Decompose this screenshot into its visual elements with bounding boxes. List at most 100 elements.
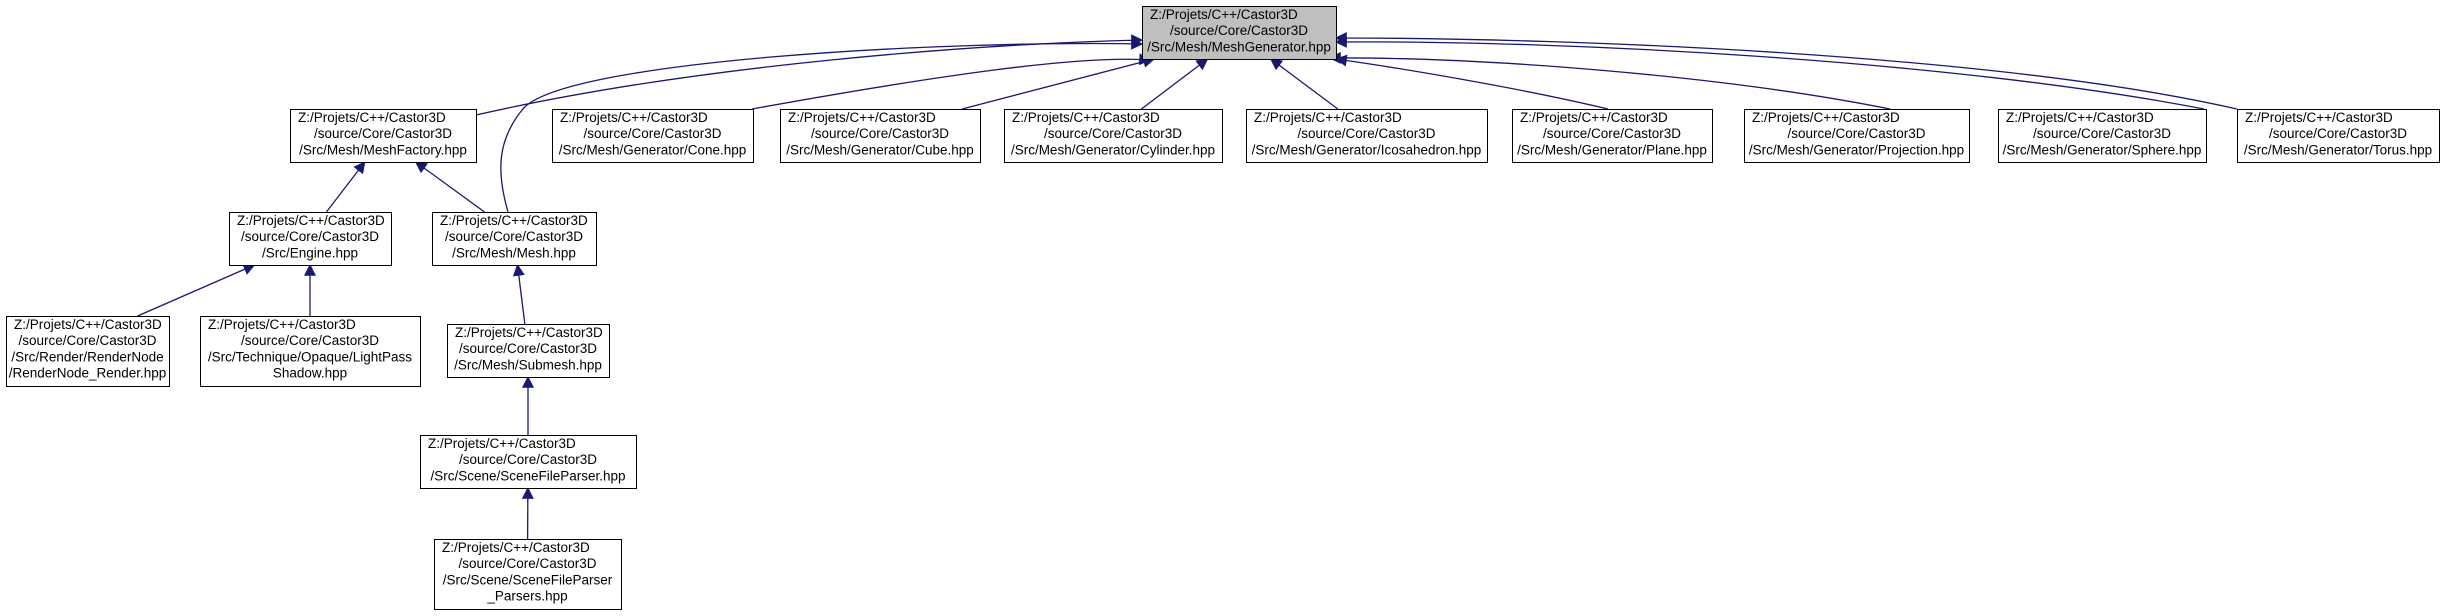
node-label-line: /RenderNode_Render.hpp xyxy=(9,366,167,381)
edge-gen_torus-to-mesh_generator xyxy=(1334,32,2238,110)
node-label-line: /source/Core/Castor3D xyxy=(241,333,379,348)
node-render_node[interactable]: Z:/Projets/C++/Castor3D/source/Core/Cast… xyxy=(6,316,170,387)
node-box xyxy=(200,316,421,387)
node-label-line: /Src/Mesh/Generator/Cylinder.hpp xyxy=(1011,142,1215,157)
node-label-line: Z:/Projets/C++/Castor3D xyxy=(440,213,588,228)
node-label-line: /source/Core/Castor3D xyxy=(459,452,597,467)
node-label-line: /source/Core/Castor3D xyxy=(314,126,452,141)
edge-render_node-to-engine xyxy=(137,263,256,317)
node-label-line: /Src/Mesh/Mesh.hpp xyxy=(452,245,576,260)
node-scene_file_parser[interactable]: Z:/Projets/C++/Castor3D/source/Core/Cast… xyxy=(420,435,637,489)
node-label-line: Z:/Projets/C++/Castor3D xyxy=(788,110,936,125)
node-scene_file_parser_parsers[interactable]: Z:/Projets/C++/Castor3D/source/Core/Cast… xyxy=(434,539,622,610)
node-label-line: Z:/Projets/C++/Castor3D xyxy=(14,317,162,332)
node-gen_plane[interactable]: Z:/Projets/C++/Castor3D/source/Core/Cast… xyxy=(1512,109,1713,163)
node-box xyxy=(1142,6,1337,60)
edge-engine-to-mesh_factory xyxy=(325,161,366,213)
node-label-line: /Src/Mesh/MeshFactory.hpp xyxy=(299,142,467,157)
node-box xyxy=(780,109,981,163)
node-box xyxy=(1512,109,1713,163)
edge-gen_cube-to-mesh_generator xyxy=(962,55,1156,110)
node-label-line: /Src/Mesh/Generator/Cone.hpp xyxy=(559,142,747,157)
node-label-line: /Src/Mesh/Generator/Sphere.hpp xyxy=(2003,142,2202,157)
node-label-line: /source/Core/Castor3D xyxy=(1044,126,1182,141)
node-label-line: /Src/Mesh/Generator/Torus.hpp xyxy=(2244,142,2432,157)
node-box xyxy=(6,316,170,387)
node-label-line: Z:/Projets/C++/Castor3D xyxy=(455,325,603,340)
node-label-line: /source/Core/Castor3D xyxy=(241,229,379,244)
node-label-line: Z:/Projets/C++/Castor3D xyxy=(1254,110,1402,125)
node-label-line: Z:/Projets/C++/Castor3D xyxy=(298,110,446,125)
node-label-line: /source/Core/Castor3D xyxy=(1787,126,1925,141)
edge-gen_sphere-to-mesh_generator xyxy=(1334,35,2205,110)
edge-gen_icosahedron-to-mesh_generator xyxy=(1269,58,1339,110)
node-gen_cylinder[interactable]: Z:/Projets/C++/Castor3D/source/Core/Cast… xyxy=(1004,109,1223,163)
node-label-line: Z:/Projets/C++/Castor3D xyxy=(1012,110,1160,125)
node-label-line: /source/Core/Castor3D xyxy=(445,229,583,244)
edge-gen_plane-to-mesh_generator xyxy=(1334,54,1609,110)
edge-gen_cone-to-mesh_generator xyxy=(751,53,1152,110)
node-label-line: /source/Core/Castor3D xyxy=(1543,126,1681,141)
node-label-line: Z:/Projets/C++/Castor3D xyxy=(208,317,356,332)
node-gen_cone[interactable]: Z:/Projets/C++/Castor3D/source/Core/Cast… xyxy=(552,109,754,163)
node-label-line: /Src/Technique/Opaque/LightPass xyxy=(208,349,412,364)
node-gen_sphere[interactable]: Z:/Projets/C++/Castor3D/source/Core/Cast… xyxy=(1998,109,2207,163)
node-label-line: Z:/Projets/C++/Castor3D xyxy=(1520,110,1668,125)
node-label-line: Z:/Projets/C++/Castor3D xyxy=(1150,7,1298,22)
node-label-line: Z:/Projets/C++/Castor3D xyxy=(560,110,708,125)
node-label-line: Z:/Projets/C++/Castor3D xyxy=(2006,110,2154,125)
node-label-line: /source/Core/Castor3D xyxy=(583,126,721,141)
node-box xyxy=(552,109,754,163)
edge-mesh-to-mesh_factory xyxy=(414,161,485,213)
node-box xyxy=(1744,109,1970,163)
edge-gen_projection-to-mesh_generator xyxy=(1328,51,1891,110)
node-box xyxy=(432,212,597,266)
node-label-line: /source/Core/Castor3D xyxy=(459,341,597,356)
node-gen_torus[interactable]: Z:/Projets/C++/Castor3D/source/Core/Cast… xyxy=(2237,109,2440,163)
node-submesh[interactable]: Z:/Projets/C++/Castor3D/source/Core/Cast… xyxy=(447,324,610,378)
node-label-line: /Src/Engine.hpp xyxy=(262,245,358,260)
node-label-line: /source/Core/Castor3D xyxy=(1170,23,1308,38)
node-label-line: /Src/Scene/SceneFileParser xyxy=(443,572,613,587)
node-label-line: /source/Core/Castor3D xyxy=(2269,126,2407,141)
node-label-line: Z:/Projets/C++/Castor3D xyxy=(2245,110,2393,125)
node-box xyxy=(434,539,622,610)
node-box xyxy=(2237,109,2440,163)
node-label-line: _Parsers.hpp xyxy=(486,589,567,604)
node-label-line: /Src/Mesh/Generator/Cube.hpp xyxy=(786,142,974,157)
node-label-line: /Src/Render/RenderNode xyxy=(11,349,163,364)
edge-gen_cylinder-to-mesh_generator xyxy=(1140,58,1209,110)
node-label-line: /Src/Mesh/Submesh.hpp xyxy=(454,357,602,372)
node-gen_icosahedron[interactable]: Z:/Projets/C++/Castor3D/source/Core/Cast… xyxy=(1246,109,1488,163)
edge-submesh-to-mesh xyxy=(512,263,526,325)
node-label-line: /Src/Mesh/Generator/Icosahedron.hpp xyxy=(1252,142,1482,157)
node-box xyxy=(420,435,637,489)
node-label-line: Z:/Projets/C++/Castor3D xyxy=(442,540,590,555)
node-label-line: /source/Core/Castor3D xyxy=(811,126,949,141)
node-label-line: /source/Core/Castor3D xyxy=(18,333,156,348)
node-gen_projection[interactable]: Z:/Projets/C++/Castor3D/source/Core/Cast… xyxy=(1744,109,1970,163)
node-box xyxy=(447,324,610,378)
node-label-line: /Src/Mesh/Generator/Projection.hpp xyxy=(1749,142,1964,157)
node-box xyxy=(1246,109,1488,163)
node-box xyxy=(1004,109,1223,163)
node-label-line: /source/Core/Castor3D xyxy=(2033,126,2171,141)
node-label-line: /Src/Mesh/Generator/Plane.hpp xyxy=(1517,142,1707,157)
node-box xyxy=(290,109,477,163)
edge-mesh-to-mesh_generator xyxy=(500,37,1144,213)
node-mesh[interactable]: Z:/Projets/C++/Castor3D/source/Core/Cast… xyxy=(432,212,597,266)
edge-mesh_factory-to-mesh_generator xyxy=(475,34,1144,116)
node-gen_cube[interactable]: Z:/Projets/C++/Castor3D/source/Core/Cast… xyxy=(780,109,981,163)
node-mesh_factory[interactable]: Z:/Projets/C++/Castor3D/source/Core/Cast… xyxy=(290,109,477,163)
nodes-layer: Z:/Projets/C++/Castor3D/source/Core/Cast… xyxy=(6,6,2440,610)
node-box xyxy=(1998,109,2207,163)
node-box xyxy=(229,212,392,266)
node-mesh_generator: Z:/Projets/C++/Castor3D/source/Core/Cast… xyxy=(1142,6,1337,60)
node-engine[interactable]: Z:/Projets/C++/Castor3D/source/Core/Cast… xyxy=(229,212,392,266)
node-light_pass_shadow[interactable]: Z:/Projets/C++/Castor3D/source/Core/Cast… xyxy=(200,316,421,387)
node-label-line: /Src/Mesh/MeshGenerator.hpp xyxy=(1147,39,1331,54)
edges-layer xyxy=(137,32,2238,540)
node-label-line: Shadow.hpp xyxy=(273,366,347,381)
node-label-line: Z:/Projets/C++/Castor3D xyxy=(428,436,576,451)
